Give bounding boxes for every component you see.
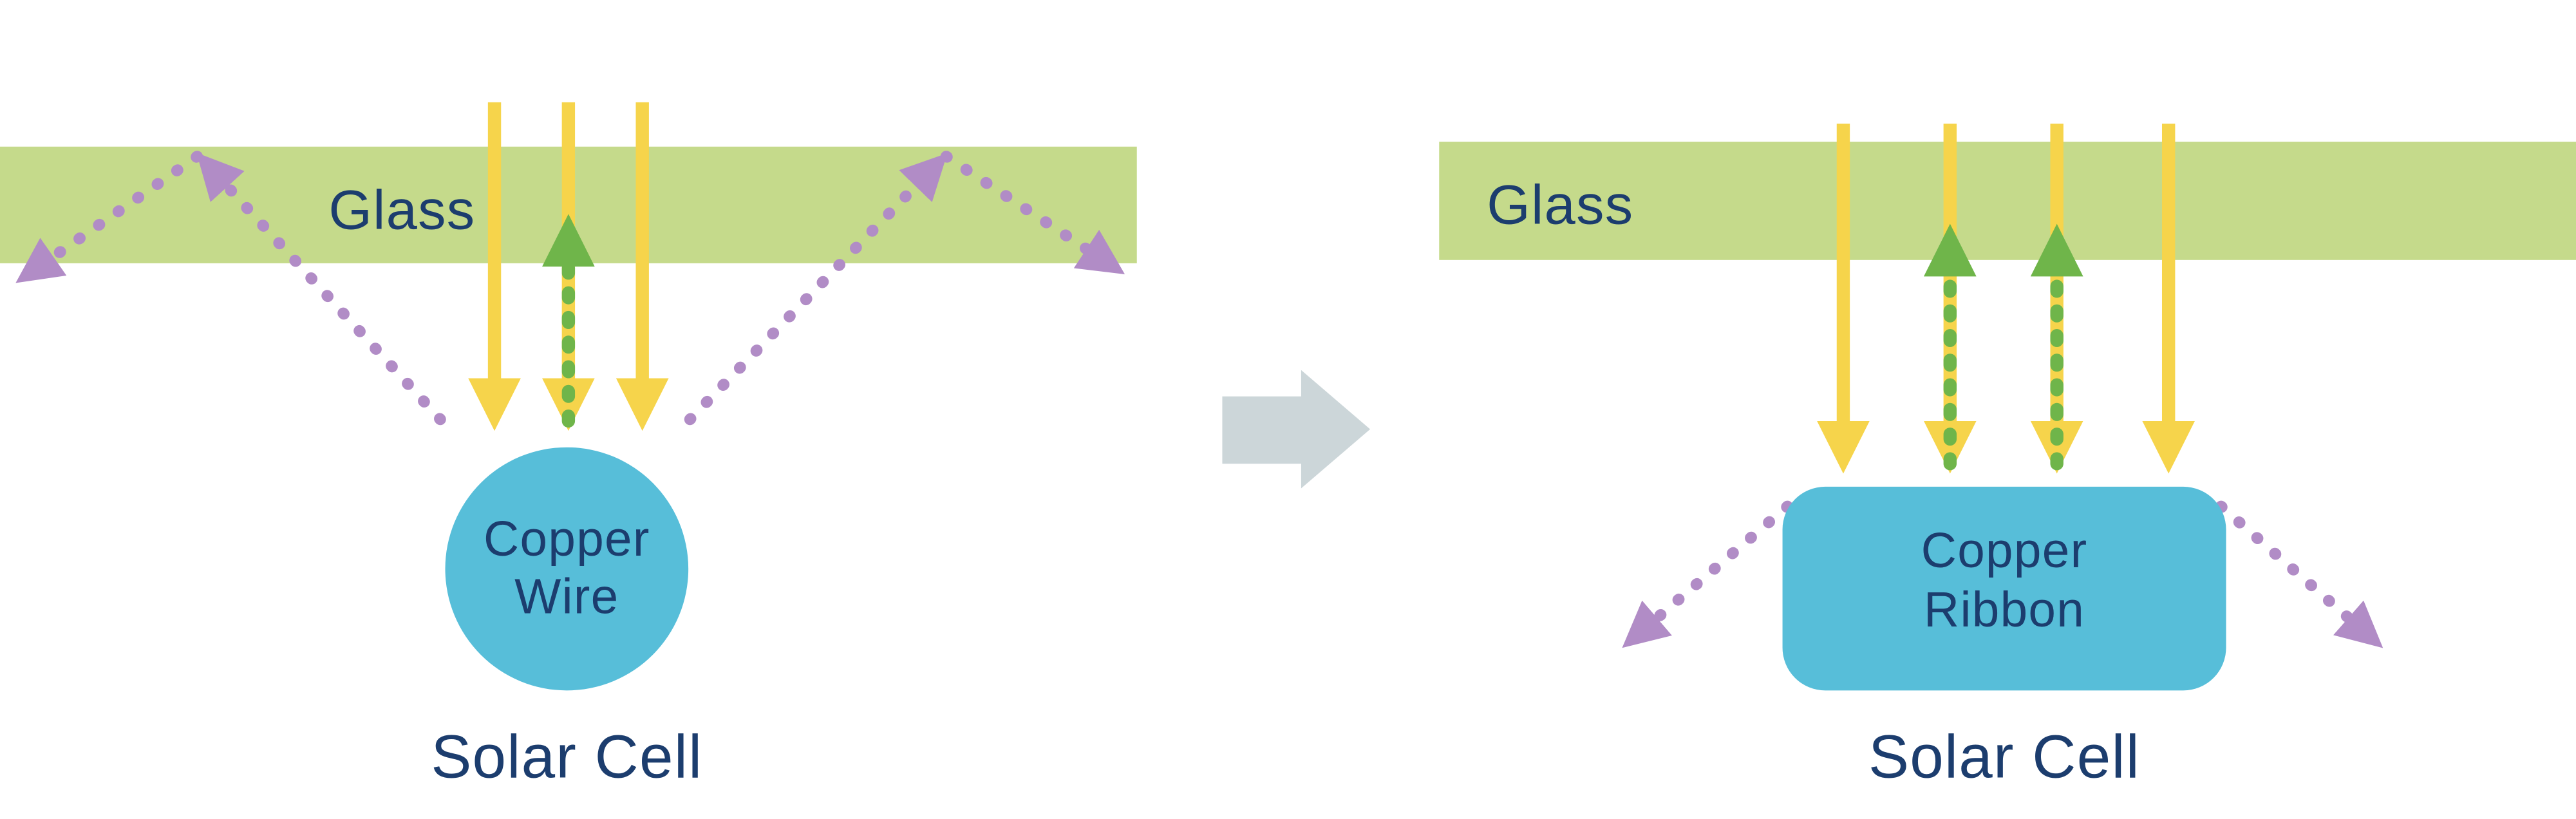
right-panel: Glass Copper Ribbon Solar Cell: [1439, 124, 2576, 791]
glass-label: Glass: [1487, 174, 1633, 236]
copper-ribbon-label-line2: Ribbon: [1924, 583, 2085, 637]
scattered-light-arrow-icon: [196, 153, 446, 426]
scattered-light-arrow-icon: [684, 153, 948, 426]
copper-ribbon-label-line1: Copper: [1921, 523, 2088, 578]
scattered-light-arrow-icon: [15, 151, 203, 283]
copper-wire-label-line1: Copper: [484, 512, 650, 567]
glass-label: Glass: [328, 178, 475, 241]
scattered-light-arrow-icon: [2215, 500, 2383, 648]
copper-wire-shape: [445, 447, 689, 691]
solar-cell-label: Solar Cell: [431, 724, 702, 791]
scattered-light-arrow-icon: [940, 151, 1125, 275]
glass-layer: [1439, 142, 2576, 260]
solar-cell-label: Solar Cell: [1868, 724, 2140, 791]
copper-wire-label-line2: Wire: [514, 569, 619, 624]
copper-ribbon-shape: [1782, 486, 2226, 691]
scattered-light-arrow-icon: [1622, 500, 1794, 648]
left-panel: Glass Copper Wire Solar Cell: [0, 102, 1137, 791]
transform-arrow-icon: [1222, 370, 1371, 489]
